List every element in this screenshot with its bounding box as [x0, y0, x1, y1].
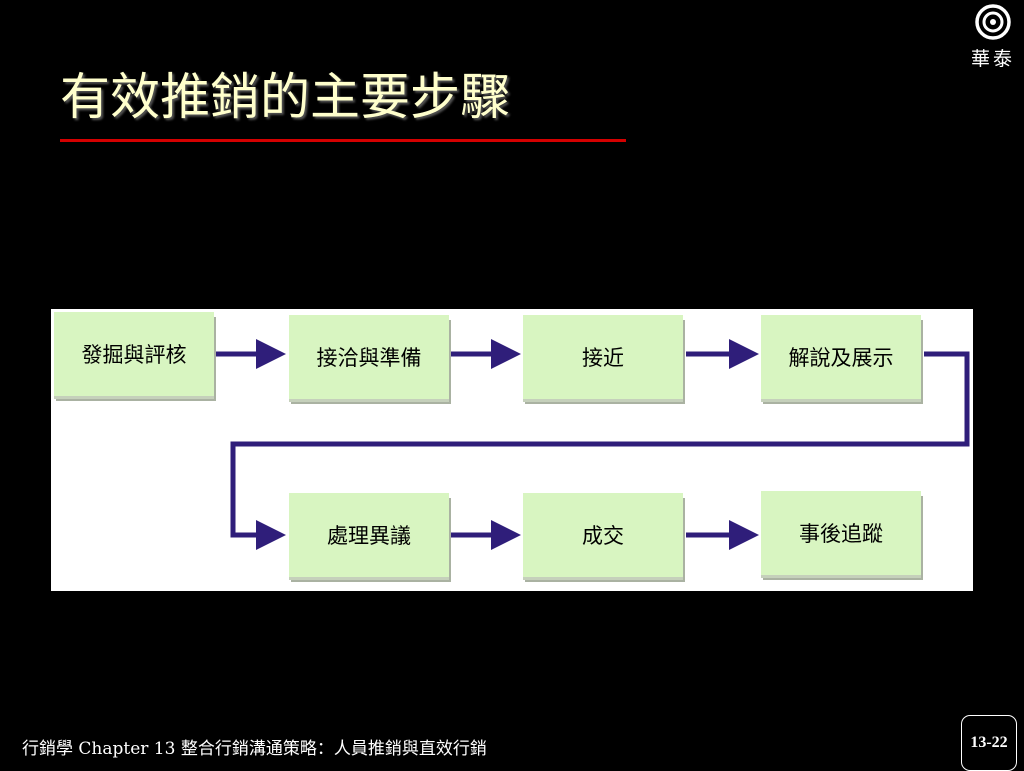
- flow-connectors: [215, 339, 970, 550]
- step-prospecting: 發掘與評核: [54, 312, 214, 396]
- footer-text: 行銷學 Chapter 13 整合行銷溝通策略：人員推銷與直效行銷: [22, 739, 487, 759]
- step-approach: 接近: [523, 315, 683, 399]
- step-follow-up: 事後追蹤: [761, 491, 921, 575]
- step-presentation: 解說及展示: [761, 315, 921, 399]
- title-underline: [60, 139, 626, 142]
- concentric-circles-icon: [975, 4, 1011, 40]
- arrow-wrap: [230, 351, 970, 550]
- publisher-logo: 華泰: [962, 0, 1024, 80]
- logo-text: 華泰: [970, 48, 1015, 70]
- step-closing: 成交: [523, 493, 683, 577]
- step-handling-objections: 處理異議: [289, 493, 449, 577]
- step-preapproach: 接洽與準備: [289, 315, 449, 399]
- page-number: 13-22: [970, 734, 1008, 751]
- sales-process-diagram: 發掘與評核 接洽與準備 接近 解說及展示 處理異議 成交 事後追蹤: [51, 309, 973, 591]
- page-title: 有效推銷的主要步驟: [60, 68, 510, 126]
